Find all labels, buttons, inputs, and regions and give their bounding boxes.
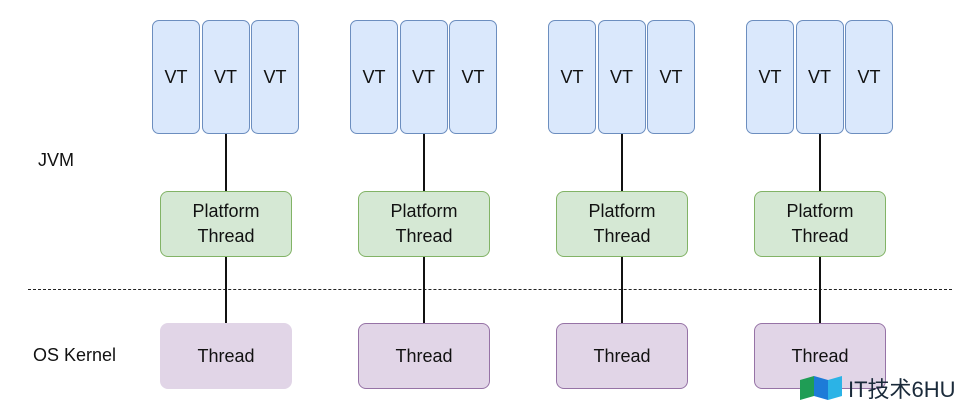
platform-thread-label-line: Platform [192, 201, 260, 221]
os-kernel-thread-box: Thread [160, 323, 292, 389]
platform-thread-label-line: Platform [390, 201, 458, 221]
virtual-thread-box: VT [350, 20, 398, 134]
platform-to-os-connector [225, 257, 227, 323]
platform-thread-label-line: Thread [593, 226, 651, 246]
jvm-layer-label: JVM [38, 150, 74, 170]
virtual-thread-box: VT [795, 20, 844, 134]
os-kernel-thread-box: Thread [556, 323, 688, 389]
vt-to-platform-connector [225, 134, 227, 191]
virtual-thread-box: VT [399, 20, 448, 134]
jvm-kernel-boundary-line [28, 289, 952, 290]
platform-thread-label-line: Thread [197, 226, 255, 246]
vt-to-platform-connector [819, 134, 821, 191]
virtual-thread-box: VT [152, 20, 200, 134]
virtual-thread-box: VT [845, 20, 893, 134]
platform-thread-label-line: Platform [588, 201, 656, 221]
vt-to-platform-connector [423, 134, 425, 191]
watermark-logo-icon [800, 376, 842, 400]
virtual-thread-box: VT [597, 20, 646, 134]
virtual-thread-box: VT [449, 20, 497, 134]
os-kernel-layer-label: OS Kernel [33, 345, 117, 365]
platform-to-os-connector [423, 257, 425, 323]
watermark-text: IT技术6HU [848, 377, 956, 402]
platform-thread-label-line: Platform [786, 201, 854, 221]
virtual-thread-box: VT [647, 20, 695, 134]
platform-to-os-connector [621, 257, 623, 323]
platform-thread-label-line: Thread [395, 226, 453, 246]
vt-to-platform-connector [621, 134, 623, 191]
watermark: IT技术6HU [800, 372, 956, 404]
platform-to-os-connector [819, 257, 821, 323]
virtual-thread-box: VT [251, 20, 299, 134]
platform-thread-label-line: Thread [791, 226, 849, 246]
virtual-thread-box: VT [201, 20, 250, 134]
virtual-thread-box: VT [746, 20, 794, 134]
virtual-thread-box: VT [548, 20, 596, 134]
os-kernel-thread-box: Thread [358, 323, 490, 389]
